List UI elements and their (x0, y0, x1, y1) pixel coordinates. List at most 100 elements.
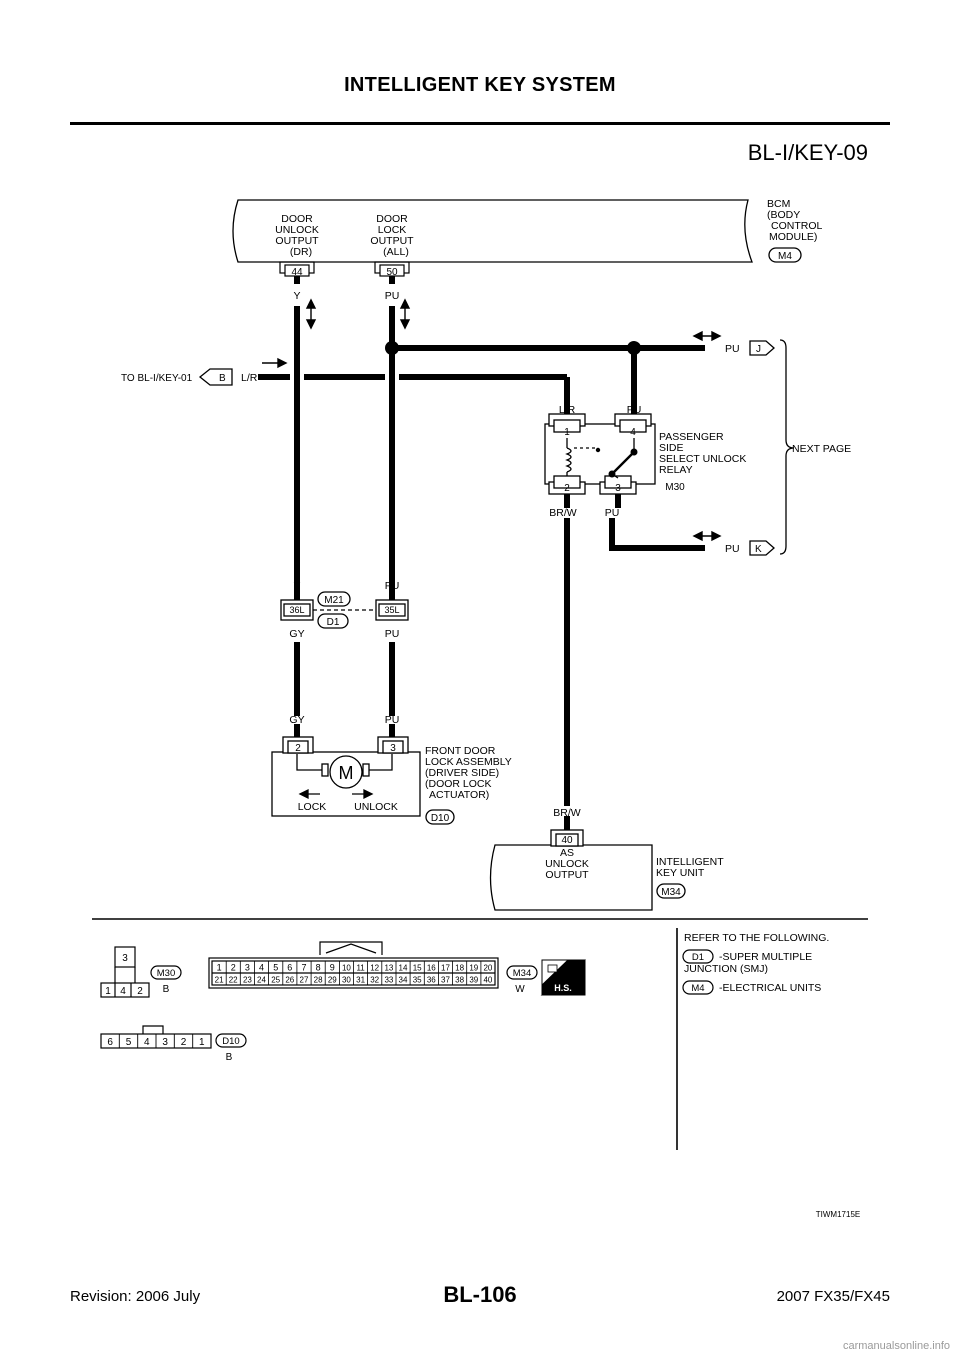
m34-face-pin: 4 (259, 963, 264, 973)
actuator-label-3: (DRIVER SIDE) (425, 767, 499, 779)
bcm-unlock-label-3: OUTPUT (275, 235, 319, 247)
m34-face-pin: 13 (384, 964, 393, 973)
relay-label-4: RELAY (659, 464, 693, 476)
relay-connector-id: M30 (665, 482, 685, 493)
wire-label-pu-joint: PU (385, 580, 400, 592)
m34-face-pin: 27 (300, 976, 309, 985)
d10-legend-connector: D10 (222, 1036, 239, 1047)
m34-legend-color: W (515, 984, 525, 995)
m30-face-pin-1: 1 (105, 986, 111, 997)
actuator-unlock-label: UNLOCK (354, 801, 398, 813)
d10-face-pin: 3 (162, 1037, 168, 1048)
watermark: carmanualsonline.info (842, 1340, 950, 1352)
m34-face-pin: 11 (356, 964, 365, 973)
relay-pin-3: 3 (615, 483, 621, 494)
refer-d1-connector: D1 (692, 952, 704, 963)
bcm-label-3: CONTROL (771, 220, 822, 232)
m34-face-pin: 35 (413, 976, 422, 985)
m34-face-pin: 17 (441, 964, 450, 973)
relay-label-2: SIDE (659, 442, 684, 454)
bcm-unlock-label-1: DOOR (281, 213, 313, 225)
wire-label-y-top: Y (293, 290, 300, 302)
m34-face-pin: 25 (271, 976, 280, 985)
ikey-connector-id: M34 (661, 887, 681, 898)
offpage-to-ref: B (219, 373, 226, 384)
joint-connector-d1: D1 (327, 617, 340, 628)
m34-face-pin: 2 (231, 963, 236, 973)
wire-label-brw-relay: BR/W (549, 507, 577, 519)
actuator-pin-2: 2 (295, 743, 301, 754)
wire-label-pu-k: PU (725, 543, 740, 555)
wire-label-lr-relay: L/R (559, 404, 576, 416)
actuator-lock-label: LOCK (298, 801, 327, 813)
refer-title: REFER TO THE FOLLOWING. (684, 932, 829, 944)
m34-face-pin: 1 (217, 963, 222, 973)
d10-face-pin: 4 (144, 1037, 150, 1048)
m34-face-pin: 21 (215, 976, 224, 985)
model-text: 2007 FX35/FX45 (776, 1288, 890, 1305)
refer-m4-connector: M4 (691, 983, 704, 994)
m34-face-pin: 16 (427, 964, 436, 973)
wire-label-gy-act: GY (289, 714, 304, 726)
actuator-box (271, 736, 455, 825)
actuator-pin-3: 3 (390, 743, 396, 754)
ikey-out-2: UNLOCK (545, 858, 589, 870)
joint-connector (280, 591, 409, 629)
m34-face-pin: 29 (328, 976, 337, 985)
m34-face-pin: 38 (455, 976, 464, 985)
bcm-connector-id: M4 (778, 251, 792, 262)
refer-m4-text: -ELECTRICAL UNITS (719, 982, 821, 994)
offpage-flag-j (749, 340, 775, 356)
d10-legend-color: B (226, 1052, 233, 1063)
actuator-label-2: LOCK ASSEMBLY (425, 756, 512, 768)
splice-point-1 (385, 341, 399, 355)
d10-face-pin: 6 (107, 1037, 113, 1048)
ikey-label-2: KEY UNIT (656, 867, 705, 879)
m30-face-pin-3: 3 (122, 953, 128, 964)
m34-face-pin: 6 (287, 963, 292, 973)
m34-face-pin: 24 (257, 976, 266, 985)
joint-connector-m21: M21 (324, 595, 344, 606)
wire-label-gy-joint: GY (289, 628, 304, 640)
actuator-label-1: FRONT DOOR (425, 745, 496, 757)
bcm-pin-50: 50 (386, 267, 398, 278)
refer-d1-text-2: JUNCTION (SMJ) (684, 963, 768, 975)
joint-pin-35l: 35L (384, 605, 399, 615)
m30-face-pin-4: 4 (120, 986, 126, 997)
m34-face-pin: 22 (229, 976, 238, 985)
figure-id: TIWM1715E (816, 1210, 860, 1219)
wire-label-pu-relay-out: PU (605, 507, 620, 519)
d10-face-pin: 5 (126, 1037, 132, 1048)
bcm-lock-label-1: DOOR (376, 213, 408, 225)
revision-text: Revision: 2006 July (70, 1288, 201, 1305)
m34-face-pin: 23 (243, 976, 252, 985)
signal-arrow-lock (399, 298, 411, 330)
diagram-code: BL-I/KEY-09 (747, 140, 868, 165)
m34-face-pin: 10 (342, 964, 351, 973)
m30-face-pin-2: 2 (137, 986, 143, 997)
offpage-flag-k (749, 540, 775, 556)
wire-label-pu-top: PU (385, 290, 400, 302)
bcm-label-1: BCM (767, 198, 790, 210)
hs-label: H.S. (554, 983, 572, 993)
relay-box (544, 413, 656, 495)
wire-label-y-joint: Y (293, 580, 300, 592)
bcm-label-2: (BODY (767, 209, 800, 221)
bcm-lock-label-2: LOCK (378, 224, 407, 236)
m34-face-pin: 12 (370, 964, 379, 973)
m34-face-pin: 39 (469, 976, 478, 985)
signal-arrow-unlock (305, 298, 317, 330)
signal-arrow-k (692, 530, 722, 542)
d10-face-pin: 2 (181, 1037, 187, 1048)
m34-face-pin: 37 (441, 976, 450, 985)
relay-label-1: PASSENGER (659, 431, 724, 443)
m34-face-pin: 15 (413, 964, 422, 973)
d10-face-pin: 1 (199, 1037, 205, 1048)
bcm-label-4: MODULE) (769, 231, 817, 243)
next-page-label: NEXT PAGE (792, 443, 851, 455)
offpage-ref-k: K (755, 544, 762, 555)
bcm-lock-label-3: OUTPUT (370, 235, 414, 247)
next-page-bracket (779, 339, 795, 555)
header-rule (70, 122, 890, 125)
